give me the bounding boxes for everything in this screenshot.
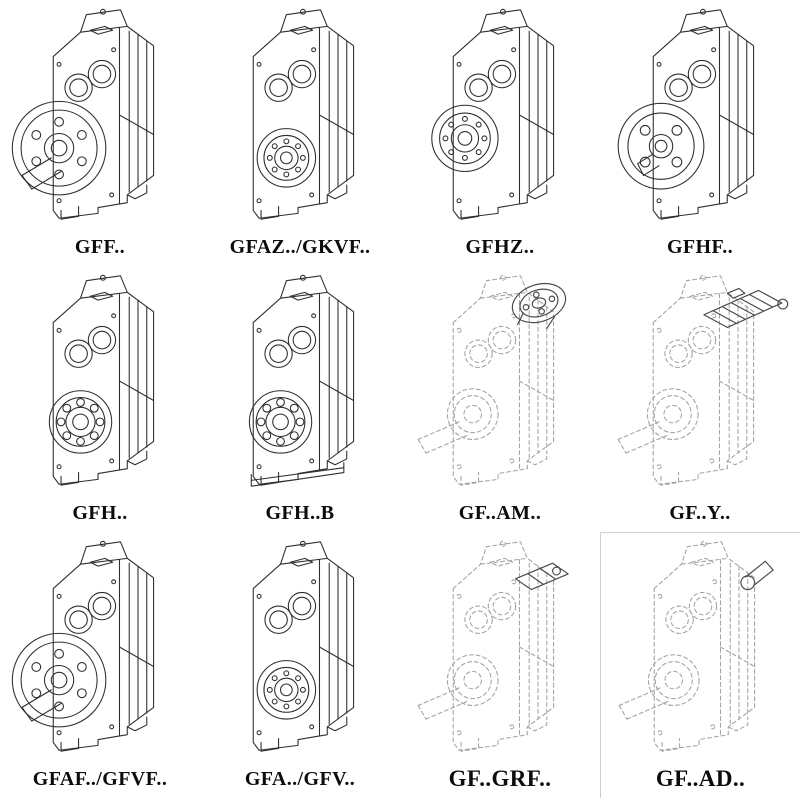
gearbox-drawing-gfaf-gfvf	[0, 534, 200, 760]
model-label-gf-ad: GF..AD..	[655, 766, 746, 791]
model-label-gf-am: GF..AM..	[458, 501, 542, 524]
model-label-gf-grf: GF..GRF..	[448, 766, 552, 791]
catalog-item-gfh: GFH..	[0, 266, 200, 532]
model-label-gfaz-gkvf: GFAZ../GKVF..	[229, 235, 371, 258]
catalog-item-gf-grf: GF..GRF..	[400, 532, 600, 798]
model-label-gfa-gfv: GFA../GFV..	[244, 767, 356, 790]
gearbox-drawing-gff	[0, 2, 200, 228]
gearbox-drawing-gfa-gfv	[200, 534, 400, 760]
gearbox-drawing-gfh-b	[200, 268, 400, 494]
catalog-item-gf-y: GF..Y..	[600, 266, 800, 532]
catalog-item-gfa-gfv: GFA../GFV..	[200, 532, 400, 798]
gearbox-drawing-gfhf	[600, 2, 800, 228]
model-label-gfaf-gfvf: GFAF../GFVF..	[32, 767, 168, 790]
catalog-item-gf-am: GF..AM..	[400, 266, 600, 532]
catalog-item-gf-ad: GF..AD..	[600, 532, 800, 798]
catalog-item-gfh-b: GFH..B	[200, 266, 400, 532]
gearbox-drawing-gfaz-gkvf	[200, 2, 400, 228]
catalog-item-gfhf: GFHF..	[600, 0, 800, 266]
model-label-gfh-b: GFH..B	[265, 501, 335, 524]
gearbox-drawing-gf-grf	[400, 534, 600, 760]
catalog-item-gfaz-gkvf: GFAZ../GKVF..	[200, 0, 400, 266]
model-label-gff: GFF..	[74, 235, 126, 258]
gearbox-drawing-gf-y	[600, 268, 800, 494]
model-label-gfhf: GFHF..	[666, 235, 734, 258]
catalog-item-gff: GFF..	[0, 0, 200, 266]
gearbox-drawing-gf-am	[400, 268, 600, 494]
catalog-item-gfhz: GFHZ..	[400, 0, 600, 266]
model-label-gf-y: GF..Y..	[669, 501, 731, 524]
model-label-gfhz: GFHZ..	[465, 235, 535, 258]
catalog-item-gfaf-gfvf: GFAF../GFVF..	[0, 532, 200, 798]
model-label-gfh: GFH..	[72, 501, 128, 524]
gearbox-drawing-gfh	[0, 268, 200, 494]
gearbox-drawing-gfhz	[400, 2, 600, 228]
gearbox-drawing-gf-ad	[601, 534, 800, 760]
